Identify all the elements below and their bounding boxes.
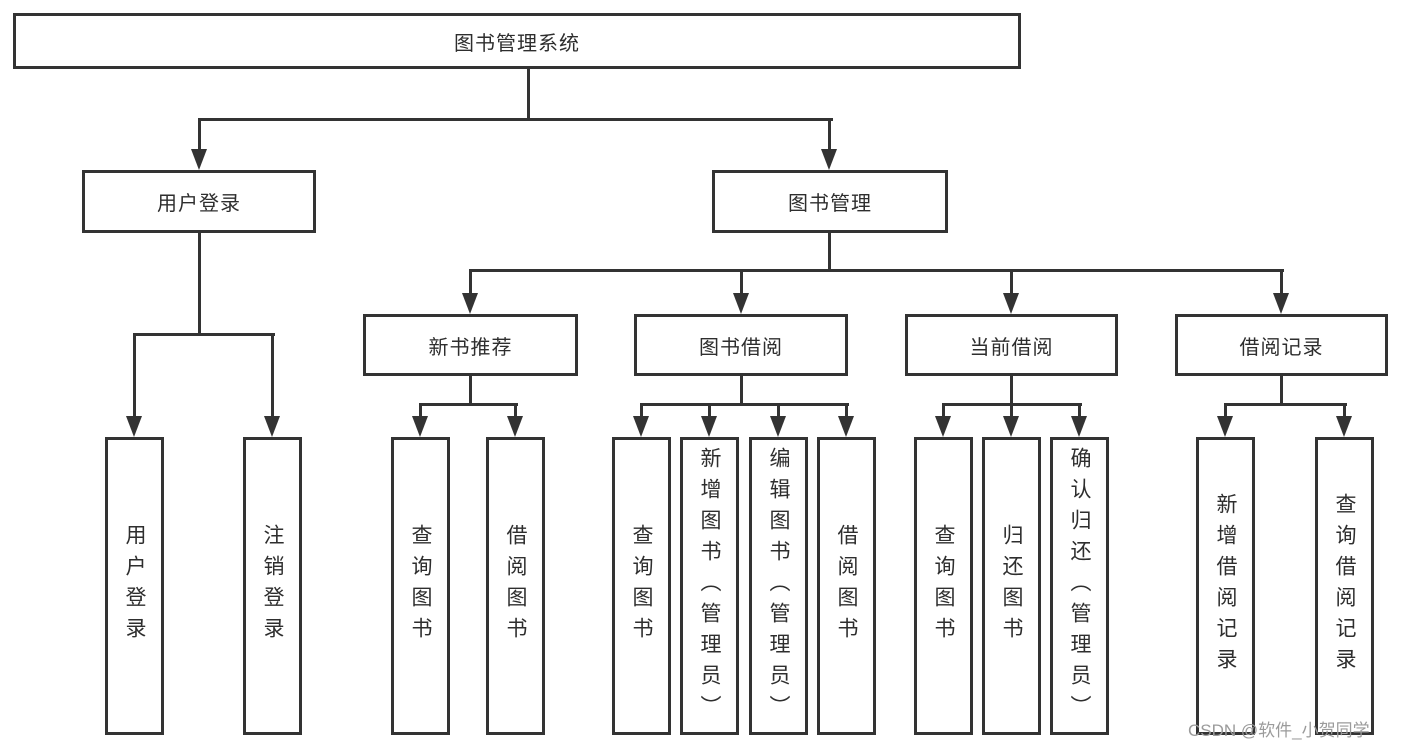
node-label: 新增图书（管理员） bbox=[698, 446, 721, 726]
connector-line bbox=[469, 269, 472, 296]
arrow-down bbox=[770, 416, 786, 437]
connector-line bbox=[640, 403, 849, 406]
node-leaf-add-borrow-record: 新增借阅记录 bbox=[1196, 437, 1255, 735]
node-label: 图书管理系统 bbox=[454, 32, 580, 55]
node-label: 归还图书 bbox=[1000, 524, 1023, 648]
node-leaf-query-books-3: 查询图书 bbox=[914, 437, 973, 735]
arrow-down bbox=[126, 416, 142, 437]
connector-line bbox=[1224, 403, 1347, 406]
node-label: 新书推荐 bbox=[428, 336, 513, 359]
connector-line bbox=[1078, 403, 1081, 418]
node-label: 用户登录 bbox=[123, 524, 146, 648]
arrow-down bbox=[701, 416, 717, 437]
arrow-down bbox=[1273, 293, 1289, 314]
arrow-down bbox=[412, 416, 428, 437]
node-label: 编辑图书（管理员） bbox=[767, 446, 790, 726]
arrow-down bbox=[733, 293, 749, 314]
connector-line bbox=[1010, 376, 1013, 406]
arrow-down bbox=[1336, 416, 1352, 437]
node-book-management: 图书管理 bbox=[712, 170, 948, 233]
node-label: 注销登录 bbox=[261, 524, 284, 648]
connector-line bbox=[777, 403, 780, 418]
arrow-down bbox=[507, 416, 523, 437]
connector-line bbox=[198, 233, 201, 336]
connector-line bbox=[828, 118, 831, 152]
arrow-down bbox=[1003, 293, 1019, 314]
node-label: 查询图书 bbox=[630, 524, 653, 648]
connector-line bbox=[1010, 403, 1013, 418]
node-leaf-edit-books-admin: 编辑图书（管理员） bbox=[749, 437, 808, 735]
node-leaf-borrow-books-1: 借阅图书 bbox=[486, 437, 545, 735]
node-leaf-query-books-1: 查询图书 bbox=[391, 437, 450, 735]
node-label: 图书管理 bbox=[788, 193, 872, 215]
arrow-down bbox=[633, 416, 649, 437]
connector-line bbox=[514, 403, 517, 418]
connector-line bbox=[198, 118, 201, 152]
node-label: 借阅记录 bbox=[1239, 336, 1324, 359]
node-user-login: 用户登录 bbox=[82, 170, 316, 233]
arrow-down bbox=[191, 149, 207, 170]
csdn-watermark: CSDN @软件_小贺同学 bbox=[1188, 721, 1370, 740]
node-leaf-confirm-return-admin: 确认归还（管理员） bbox=[1050, 437, 1109, 735]
connector-line bbox=[942, 403, 945, 418]
node-current-borrow: 当前借阅 bbox=[905, 314, 1118, 376]
connector-line bbox=[469, 269, 1284, 272]
node-leaf-query-books-2: 查询图书 bbox=[612, 437, 671, 735]
node-library-system: 图书管理系统 bbox=[13, 13, 1021, 69]
node-label: 用户登录 bbox=[157, 193, 241, 215]
arrow-down bbox=[1003, 416, 1019, 437]
node-label: 借阅图书 bbox=[504, 524, 527, 648]
node-leaf-add-books-admin: 新增图书（管理员） bbox=[680, 437, 739, 735]
connector-line bbox=[640, 403, 643, 418]
node-label: 查询图书 bbox=[409, 524, 432, 648]
node-leaf-logout: 注销登录 bbox=[243, 437, 302, 735]
node-label: 查询图书 bbox=[932, 524, 955, 648]
node-leaf-return-books: 归还图书 bbox=[982, 437, 1041, 735]
connector-line bbox=[828, 233, 831, 272]
node-leaf-query-borrow-record: 查询借阅记录 bbox=[1315, 437, 1374, 735]
connector-line bbox=[198, 118, 833, 121]
connector-line bbox=[1280, 376, 1283, 406]
connector-line bbox=[527, 69, 530, 120]
connector-line bbox=[271, 333, 274, 418]
arrow-down bbox=[838, 416, 854, 437]
connector-line bbox=[469, 376, 472, 406]
node-label: 新增借阅记录 bbox=[1214, 493, 1237, 679]
connector-line bbox=[133, 333, 136, 418]
arrow-down bbox=[935, 416, 951, 437]
connector-line bbox=[419, 403, 422, 418]
connector-line bbox=[845, 403, 848, 418]
connector-line bbox=[1224, 403, 1227, 418]
node-label: 图书借阅 bbox=[699, 336, 783, 359]
connector-line bbox=[740, 376, 743, 406]
node-label: 当前借阅 bbox=[969, 336, 1054, 359]
arrow-down bbox=[264, 416, 280, 437]
connector-line bbox=[1010, 269, 1013, 296]
connector-line bbox=[1343, 403, 1346, 418]
connector-line bbox=[740, 269, 743, 296]
node-new-book-recommend: 新书推荐 bbox=[363, 314, 578, 376]
node-label: 确认归还（管理员） bbox=[1068, 446, 1091, 726]
node-leaf-user-login: 用户登录 bbox=[105, 437, 164, 735]
node-label: 借阅图书 bbox=[835, 524, 858, 648]
node-label: 查询借阅记录 bbox=[1333, 493, 1356, 679]
connector-line bbox=[1280, 269, 1283, 296]
node-book-borrow: 图书借阅 bbox=[634, 314, 848, 376]
connector-line bbox=[133, 333, 275, 336]
arrow-down bbox=[821, 149, 837, 170]
connector-line bbox=[419, 403, 518, 406]
arrow-down bbox=[462, 293, 478, 314]
arrow-down bbox=[1217, 416, 1233, 437]
connector-line bbox=[708, 403, 711, 418]
node-leaf-borrow-books-2: 借阅图书 bbox=[817, 437, 876, 735]
arrow-down bbox=[1071, 416, 1087, 437]
node-borrow-records: 借阅记录 bbox=[1175, 314, 1388, 376]
